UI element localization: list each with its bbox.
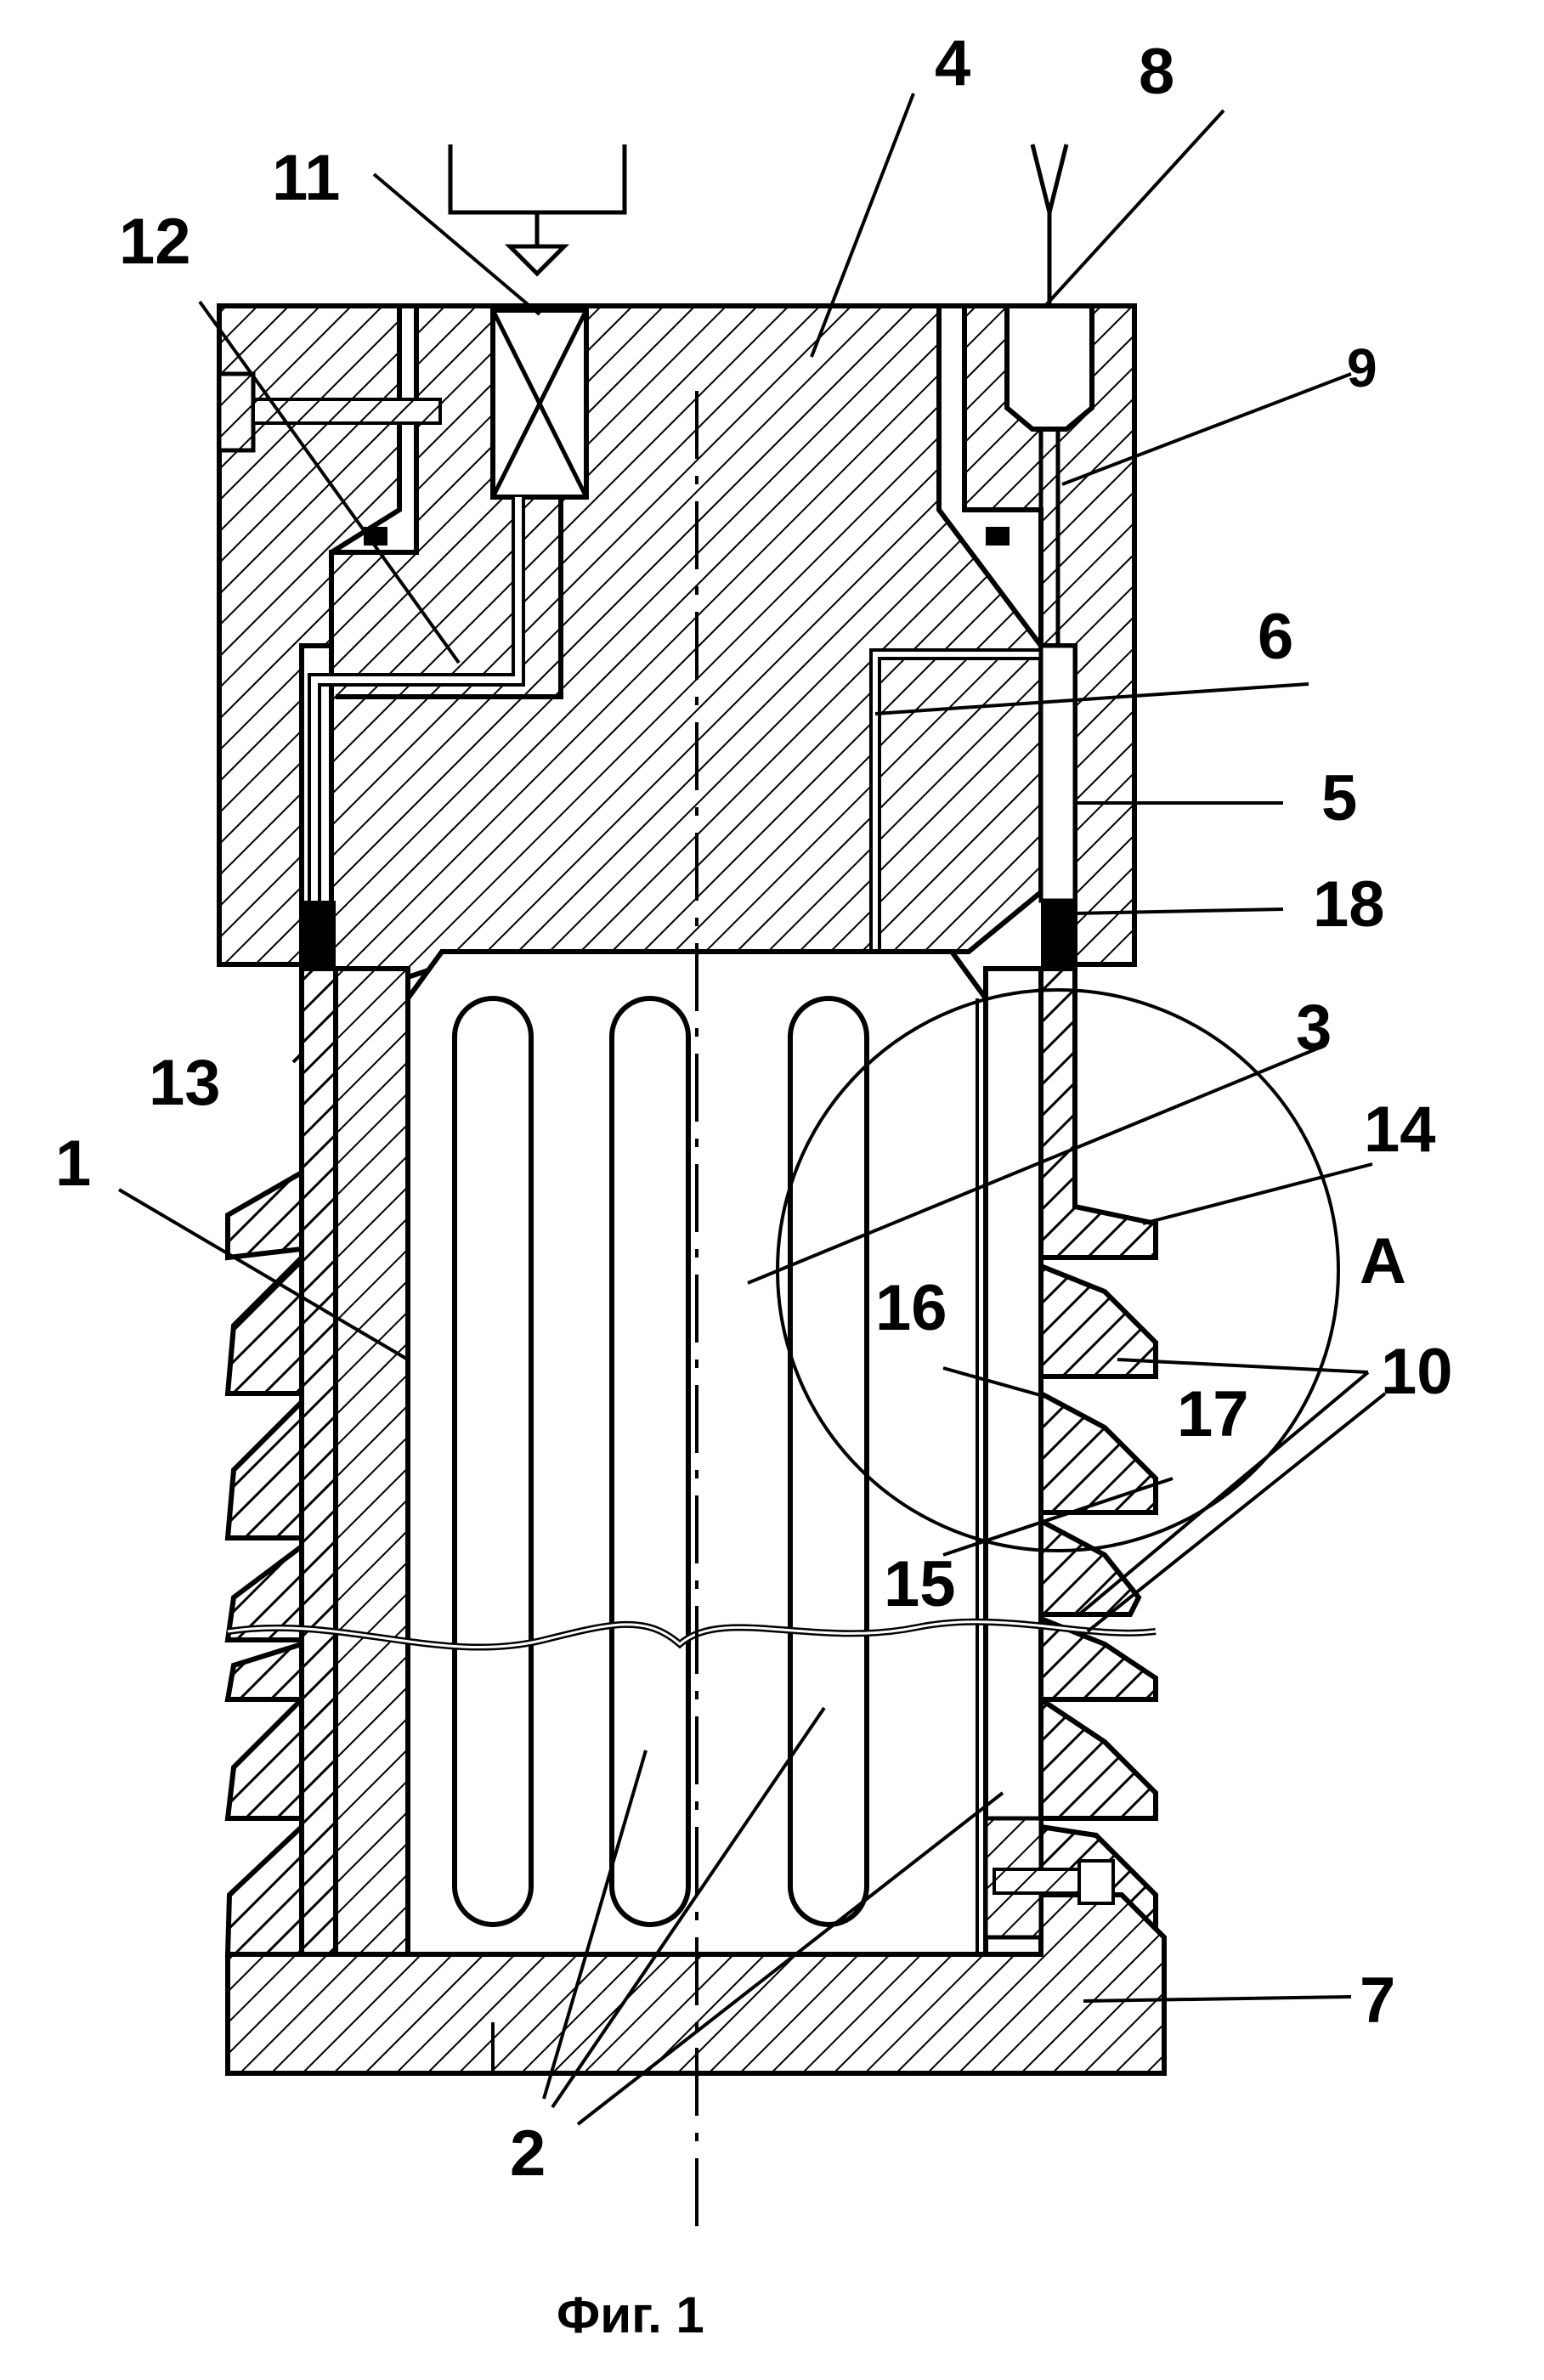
- seal-18-right: [1041, 901, 1075, 969]
- label-7: 7: [1360, 1964, 1395, 2037]
- label-a: А: [1360, 1225, 1406, 1297]
- ground-symbol: [450, 144, 625, 274]
- label-9: 9: [1347, 337, 1377, 399]
- slot-2-right: [790, 998, 867, 1925]
- label-15: 15: [884, 1548, 956, 1620]
- label-2: 2: [510, 2117, 546, 2190]
- label-10: 10: [1381, 1336, 1453, 1408]
- label-14: 14: [1364, 1094, 1436, 1166]
- label-8: 8: [1139, 36, 1174, 108]
- label-5: 5: [1321, 762, 1357, 834]
- label-3: 3: [1296, 992, 1332, 1064]
- slot-2-left: [455, 998, 531, 1925]
- seal-right: [986, 527, 1010, 546]
- label-1: 1: [55, 1128, 91, 1200]
- label-13: 13: [149, 1047, 221, 1119]
- slot-2-center: [612, 998, 688, 1925]
- chamber-5: [1041, 646, 1075, 901]
- label-6: 6: [1258, 601, 1293, 673]
- label-17: 17: [1177, 1378, 1249, 1450]
- label-4: 4: [935, 27, 970, 99]
- label-16: 16: [875, 1272, 947, 1344]
- figure-caption: Фиг. 1: [557, 2287, 704, 2343]
- label-11: 11: [272, 142, 340, 214]
- seal-18-left: [302, 901, 336, 969]
- label-18: 18: [1313, 868, 1385, 941]
- label-12: 12: [119, 206, 191, 278]
